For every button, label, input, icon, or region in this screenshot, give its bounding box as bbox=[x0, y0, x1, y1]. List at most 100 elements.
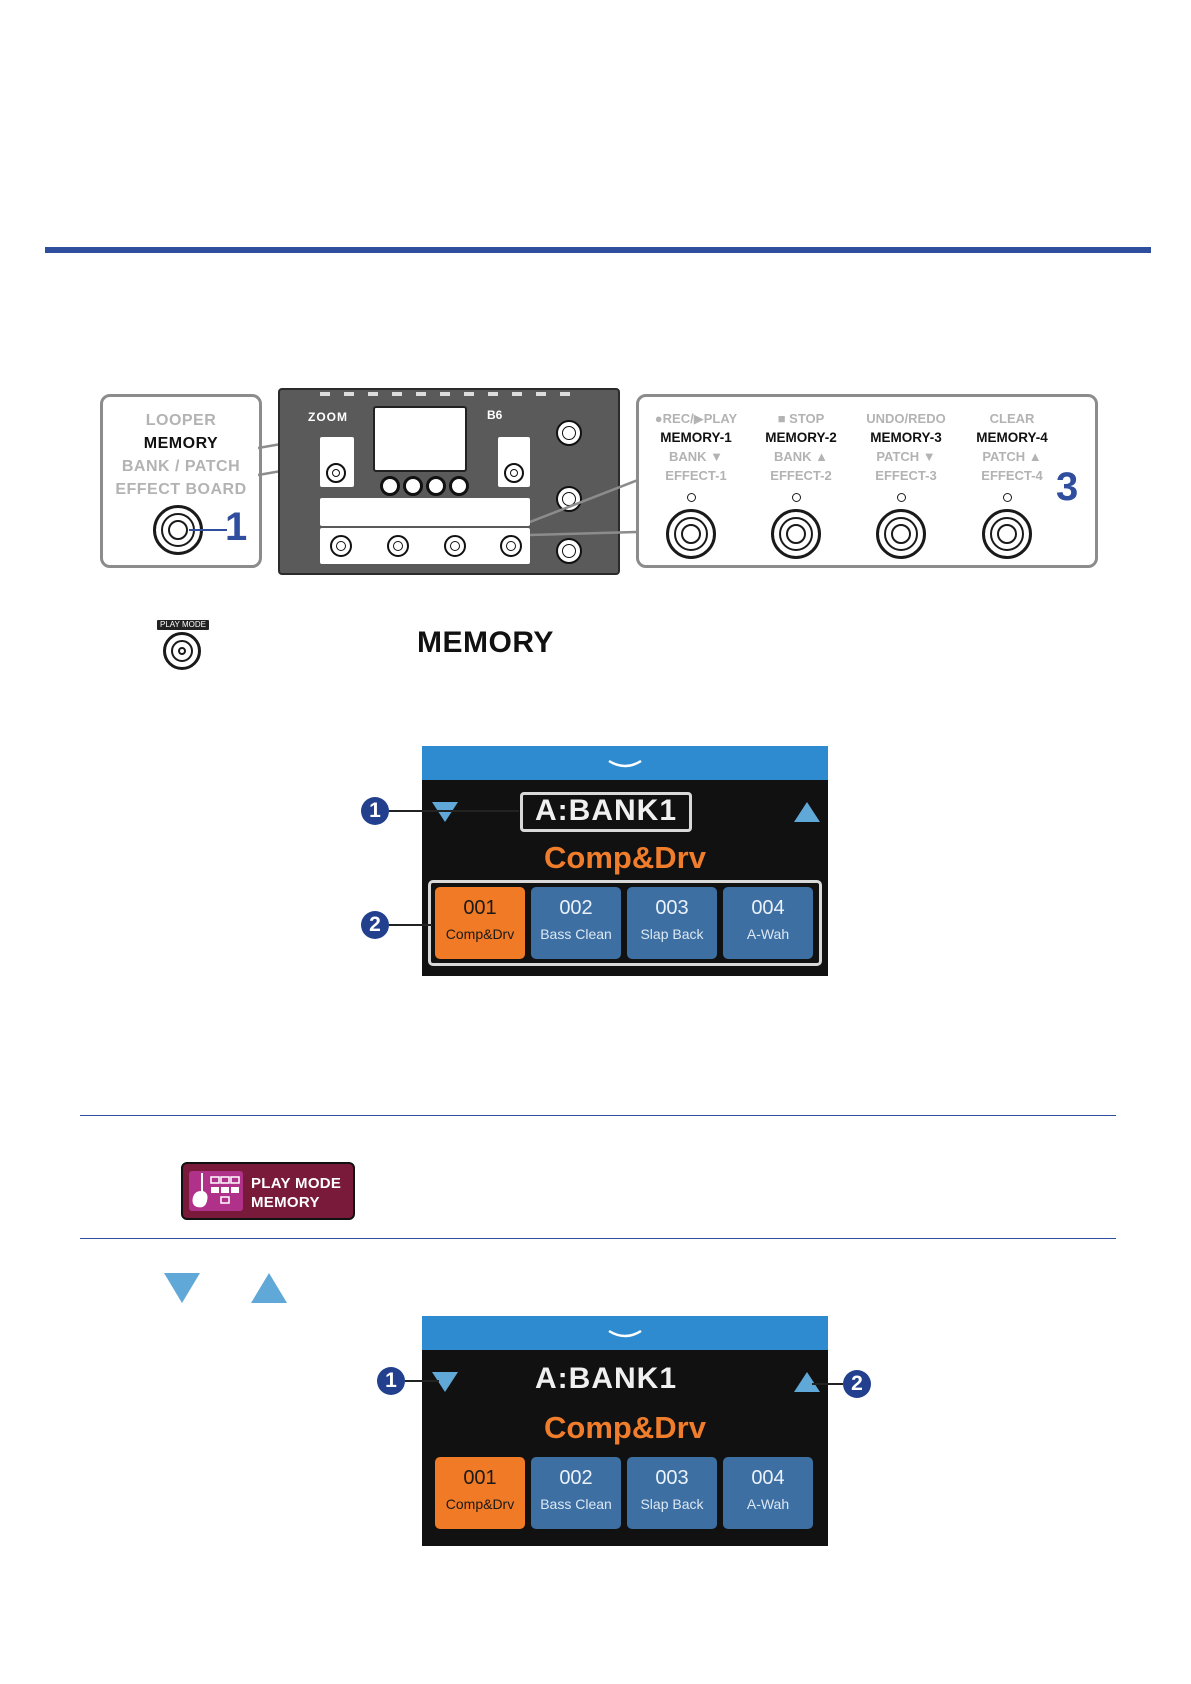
device-model: B6 bbox=[487, 408, 503, 422]
device-tap-footswitch[interactable] bbox=[504, 463, 524, 483]
mode-switch-panel: LOOPER MEMORY BANK / PATCH EFFECT BOARD … bbox=[100, 394, 262, 568]
play-mode-badge-text: PLAY MODE MEMORY bbox=[251, 1174, 341, 1212]
bank-up-arrow-icon bbox=[251, 1273, 287, 1303]
col1-memory: MEMORY-1 bbox=[660, 430, 732, 445]
device-right-switch-3[interactable] bbox=[556, 538, 582, 564]
patch-tile-3[interactable]: 003 Slap Back bbox=[627, 887, 717, 959]
play-mode-label: PLAY MODE bbox=[157, 620, 209, 630]
lcd-header-bar[interactable] bbox=[422, 746, 828, 780]
patch-tile-1[interactable]: 001 Comp&Drv bbox=[435, 887, 525, 959]
bank-name: A:BANK1 bbox=[535, 794, 677, 827]
callout-number-3: 3 bbox=[1056, 465, 1079, 509]
play-mode-footswitch[interactable] bbox=[163, 632, 201, 670]
device-footswitch-1[interactable] bbox=[330, 535, 352, 557]
memory-heading: MEMORY bbox=[417, 626, 554, 659]
callout-leader-1 bbox=[389, 810, 519, 812]
col2-bank: BANK ▲ bbox=[773, 449, 829, 464]
col2-top: ■ STOP bbox=[777, 411, 825, 426]
device-mode-label bbox=[320, 437, 354, 487]
col1-top: ●REC/▶PLAY bbox=[654, 411, 738, 426]
callout-leader-1 bbox=[405, 1380, 439, 1382]
bank-up-arrow-icon[interactable] bbox=[794, 802, 820, 822]
col3-top: UNDO/REDO bbox=[866, 411, 946, 426]
bank-name-box bbox=[520, 792, 692, 832]
chevron-down-icon[interactable] bbox=[607, 1328, 643, 1340]
mode-bank-patch: BANK / PATCH bbox=[121, 458, 241, 475]
footswitch-1[interactable] bbox=[666, 509, 716, 559]
tile-name: Comp&Drv bbox=[445, 1496, 515, 1512]
device-footswitch-4[interactable] bbox=[500, 535, 522, 557]
patch-tile-2[interactable]: 002 Bass Clean bbox=[531, 887, 621, 959]
led-2 bbox=[792, 493, 801, 502]
device-right-switch-1[interactable] bbox=[556, 420, 582, 446]
device-knob-1[interactable] bbox=[380, 476, 400, 496]
section-rule bbox=[45, 247, 1151, 253]
device-knob-4[interactable] bbox=[449, 476, 469, 496]
tile-name: A-Wah bbox=[746, 1496, 790, 1512]
bank-name: A:BANK1 bbox=[535, 1362, 677, 1395]
col3-memory: MEMORY-3 bbox=[870, 430, 942, 445]
callout-badge-1: 1 bbox=[361, 797, 389, 825]
col3-patch: PATCH ▼ bbox=[876, 449, 936, 464]
col4-memory: MEMORY-4 bbox=[976, 430, 1048, 445]
footswitch-column-4: CLEAR MEMORY-4 PATCH ▲ EFFECT-4 bbox=[957, 409, 1067, 485]
device-display bbox=[373, 406, 467, 472]
mode-looper: LOOPER bbox=[145, 412, 217, 429]
footswitch-4[interactable] bbox=[982, 509, 1032, 559]
callout-leader-2 bbox=[389, 924, 432, 926]
play-mode-memory-badge: PLAY MODE MEMORY bbox=[181, 1162, 355, 1220]
badge-line-2: MEMORY bbox=[251, 1194, 320, 1211]
tile-number: 002 bbox=[559, 1467, 593, 1489]
callout-badge-1: 1 bbox=[377, 1367, 405, 1395]
mode-memory: MEMORY bbox=[143, 435, 219, 452]
col4-top: CLEAR bbox=[989, 411, 1035, 426]
footswitch-2[interactable] bbox=[771, 509, 821, 559]
tile-name: Comp&Drv bbox=[445, 926, 515, 942]
callout-line bbox=[189, 529, 227, 531]
patch-tile-4[interactable]: 004 A-Wah bbox=[723, 1457, 813, 1529]
col3-effect: EFFECT-3 bbox=[875, 468, 937, 483]
patch-tile-2[interactable]: 002 Bass Clean bbox=[531, 1457, 621, 1529]
patch-name: Comp&Drv bbox=[544, 1410, 706, 1445]
patch-name: Comp&Drv bbox=[544, 840, 706, 875]
patch-tile-3[interactable]: 003 Slap Back bbox=[627, 1457, 717, 1529]
guitar-icon bbox=[189, 1171, 243, 1211]
tile-name: A-Wah bbox=[746, 926, 790, 942]
col2-effect: EFFECT-2 bbox=[770, 468, 832, 483]
col1-effect: EFFECT-1 bbox=[665, 468, 727, 483]
mode-list: LOOPER MEMORY BANK / PATCH EFFECT BOARD bbox=[103, 409, 259, 501]
device-footswitch-row bbox=[320, 528, 530, 564]
callout-leader-2 bbox=[812, 1383, 843, 1385]
bank-up-arrow-icon[interactable] bbox=[794, 1372, 820, 1392]
tile-number: 003 bbox=[655, 897, 689, 919]
footswitch-3[interactable] bbox=[876, 509, 926, 559]
patch-tile-1[interactable]: 001 Comp&Drv bbox=[435, 1457, 525, 1529]
tile-name: Slap Back bbox=[640, 926, 704, 942]
note-rule-top bbox=[80, 1115, 1116, 1116]
chevron-down-icon[interactable] bbox=[607, 758, 643, 770]
device-footswitch-3[interactable] bbox=[444, 535, 466, 557]
patch-tiles-box bbox=[428, 880, 822, 966]
footswitch-panel: ●REC/▶PLAY MEMORY-1 BANK ▼ EFFECT-1 ■ ST… bbox=[636, 394, 1098, 568]
tile-name: Slap Back bbox=[640, 1496, 704, 1512]
bank-down-arrow-icon[interactable] bbox=[432, 802, 458, 822]
callout-badge-2: 2 bbox=[361, 911, 389, 939]
device-footswitch-2[interactable] bbox=[387, 535, 409, 557]
zoom-logo: ZOOM bbox=[308, 410, 348, 424]
callout-number-1: 1 bbox=[225, 505, 248, 549]
lcd-header-bar[interactable] bbox=[422, 1316, 828, 1350]
col1-bank: BANK ▼ bbox=[668, 449, 724, 464]
device-top-jacks bbox=[320, 392, 580, 396]
tile-number: 002 bbox=[559, 897, 593, 919]
device-knob-2[interactable] bbox=[403, 476, 423, 496]
badge-line-1: PLAY MODE bbox=[251, 1175, 342, 1192]
device-mode-footswitch[interactable] bbox=[326, 463, 346, 483]
tile-number: 001 bbox=[463, 1467, 497, 1489]
tile-number: 004 bbox=[751, 1467, 785, 1489]
bank-down-arrow-icon[interactable] bbox=[432, 1372, 458, 1392]
patch-tile-4[interactable]: 004 A-Wah bbox=[723, 887, 813, 959]
footswitch-column-3: UNDO/REDO MEMORY-3 PATCH ▼ EFFECT-3 bbox=[851, 409, 961, 485]
device-right-switch-2[interactable] bbox=[556, 486, 582, 512]
led-1 bbox=[687, 493, 696, 502]
device-knob-3[interactable] bbox=[426, 476, 446, 496]
